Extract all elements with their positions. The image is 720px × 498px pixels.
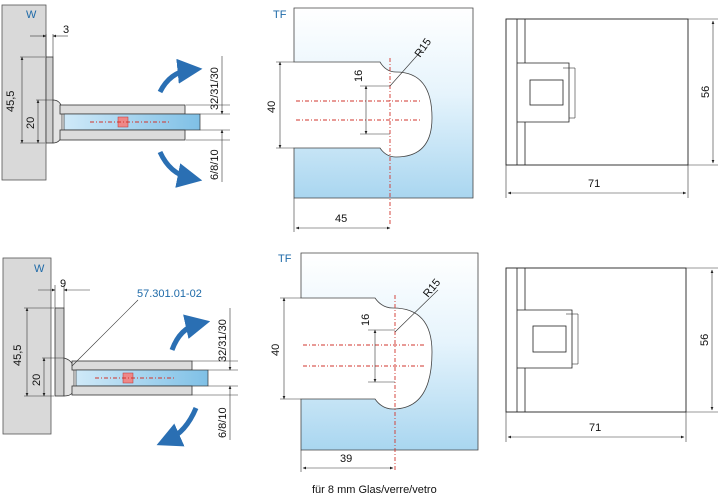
glass-panel <box>300 252 479 451</box>
top-side-view: W 3 45,5 20 32/31/30 6/8/10 <box>1 4 230 188</box>
clamp-lower-jaw <box>71 385 193 396</box>
dim-20: 20 <box>25 117 37 129</box>
dim-16: 16 <box>353 70 365 82</box>
dim-6-8-10: 6/8/10 <box>209 149 221 180</box>
dim-45-5: 45,5 <box>12 345 24 366</box>
top-rear-view: 56 71 <box>505 18 718 198</box>
dim-32-31-30: 32/31/30 <box>217 319 229 362</box>
clamp-outline <box>505 18 689 166</box>
tf-label: TF <box>278 253 292 265</box>
top-front-view: TF R15 16 40 45 <box>266 7 474 232</box>
dim-40: 40 <box>270 344 282 356</box>
dim-20: 20 <box>31 374 43 386</box>
dim-39: 39 <box>340 453 352 465</box>
dim-71: 71 <box>588 178 600 190</box>
dim-56: 56 <box>700 86 712 98</box>
rotate-up-arrow <box>169 314 211 351</box>
clamp-upper-jaw <box>71 360 193 371</box>
rotate-up-arrow <box>157 58 203 94</box>
glass-panel <box>293 7 474 199</box>
dim-40: 40 <box>266 101 278 113</box>
caption: für 8 mm Glas/verre/vetro <box>312 484 437 496</box>
bottom-front-view: TF R15 16 40 39 <box>270 252 479 472</box>
dim-45-5: 45,5 <box>5 91 17 112</box>
rotate-down-arrow <box>157 150 203 188</box>
dim-16: 16 <box>360 314 372 326</box>
dim-9: 9 <box>60 278 66 290</box>
rotate-down-arrow <box>156 407 199 447</box>
dim-56: 56 <box>699 334 711 346</box>
dim-6-8-10: 6/8/10 <box>217 407 229 438</box>
dim-3: 3 <box>63 24 69 36</box>
dim-45: 45 <box>335 213 347 225</box>
bottom-rear-view: 56 71 <box>505 267 718 442</box>
wall-label: W <box>26 9 37 21</box>
clamp-plate <box>54 307 65 397</box>
clamp-upper-jaw <box>59 104 186 115</box>
wall <box>1 4 47 181</box>
clamp-lower-jaw <box>59 129 186 141</box>
part-number: 57.301.01-02 <box>137 288 202 300</box>
bottom-side-view: W 9 57.301.01-02 45,5 20 32/31/30 6/8/10 <box>2 257 238 447</box>
wall-label: W <box>34 263 45 275</box>
dim-71: 71 <box>589 422 601 434</box>
dim-32-31-30: 32/31/30 <box>209 67 221 110</box>
tf-label: TF <box>273 9 287 21</box>
